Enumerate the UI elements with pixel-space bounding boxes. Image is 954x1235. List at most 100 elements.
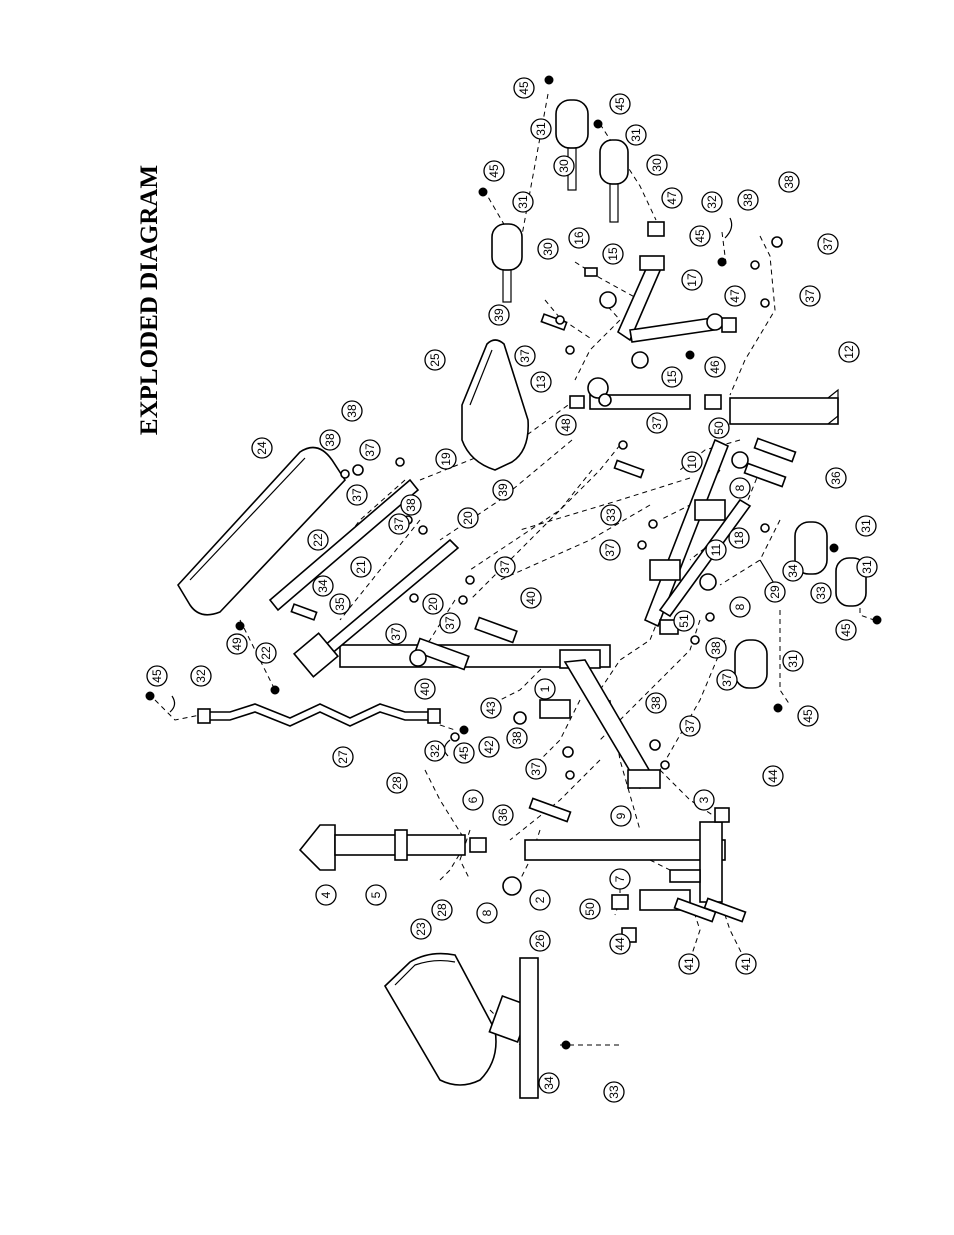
- callout-label: 43: [484, 701, 498, 715]
- callout-39: 39: [488, 304, 510, 326]
- arm-pad-part: [383, 952, 539, 1099]
- callout-circle: [226, 633, 248, 655]
- callout-1: 1: [534, 678, 556, 700]
- callout-label: 11: [709, 543, 723, 556]
- callout-label: 33: [604, 508, 618, 522]
- callout-label: 38: [782, 175, 796, 189]
- callout-label: 45: [839, 623, 853, 637]
- callout-circle: [825, 467, 847, 489]
- callout-label: 16: [572, 231, 586, 245]
- callout-circle: [817, 233, 839, 255]
- callout-8: 8: [729, 596, 751, 618]
- callout-circle: [602, 243, 624, 265]
- callout-23: 23: [410, 918, 432, 940]
- callout-circle: [520, 587, 542, 609]
- backrest-frame-part: [268, 478, 460, 678]
- callout-circle: [679, 715, 701, 737]
- callout-label: 44: [766, 769, 780, 783]
- callout-37: 37: [439, 612, 461, 634]
- callout-circle: [400, 494, 422, 516]
- upright-post-part: [298, 824, 466, 871]
- callout-39: 39: [492, 479, 514, 501]
- callout-label: 15: [606, 247, 620, 261]
- callout-circle: [513, 77, 535, 99]
- callout-38: 38: [737, 189, 759, 211]
- callout-4: 4: [315, 884, 337, 906]
- callout-8: 8: [476, 902, 498, 924]
- callout-circle: [480, 697, 502, 719]
- callout-circle: [689, 225, 711, 247]
- callout-circle: [424, 740, 446, 762]
- callout-label: 37: [683, 719, 697, 733]
- callout-circle: [646, 412, 668, 434]
- callout-label: 38: [510, 731, 524, 745]
- callout-circle: [478, 736, 500, 758]
- callout-label: 37: [498, 560, 512, 574]
- callout-circle: [514, 345, 536, 367]
- callout-38: 38: [400, 494, 422, 516]
- rear-frame-part: [563, 659, 661, 790]
- callout-circle: [609, 933, 631, 955]
- callout-circle: [483, 160, 505, 182]
- callout-circle: [422, 593, 444, 615]
- callout-5: 5: [365, 884, 387, 906]
- callout-label: 34: [316, 579, 330, 593]
- roller-pads-part: [491, 99, 867, 689]
- callout-label: 24: [255, 441, 269, 455]
- callout-circle: [782, 650, 804, 672]
- callout-37: 37: [799, 285, 821, 307]
- callout-circle: [146, 665, 168, 687]
- callout-48: 48: [555, 414, 577, 436]
- callout-circle: [762, 765, 784, 787]
- callout-label: 42: [482, 740, 496, 754]
- callout-15: 15: [661, 366, 683, 388]
- callout-label: 37: [443, 616, 457, 630]
- callout-13: 13: [530, 371, 552, 393]
- callout-37: 37: [817, 233, 839, 255]
- fasteners-part: [145, 75, 882, 1050]
- callout-label: 31: [860, 560, 874, 574]
- callout-label: 41: [739, 957, 753, 971]
- callout-circle: [599, 539, 621, 561]
- back-pad-part: [177, 446, 347, 616]
- callout-label: 5: [369, 891, 383, 898]
- seat-pad-part: [461, 339, 529, 471]
- callout-circle: [810, 582, 832, 604]
- callout-51: 51: [673, 610, 695, 632]
- callout-circle: [319, 429, 341, 451]
- callout-32: 32: [701, 191, 723, 213]
- callout-38: 38: [319, 429, 341, 451]
- callout-28: 28: [431, 899, 453, 921]
- main-frame-part: [339, 644, 611, 719]
- callout-label: 49: [230, 637, 244, 651]
- callout-label: 51: [677, 614, 691, 628]
- callout-37: 37: [494, 556, 516, 578]
- callout-circle: [778, 171, 800, 193]
- callout-circle: [386, 772, 408, 794]
- callout-label: 32: [194, 669, 208, 683]
- callout-circle: [424, 349, 446, 371]
- callout-label: 33: [814, 586, 828, 600]
- callout-circle: [681, 451, 703, 473]
- callout-34: 34: [782, 560, 804, 582]
- callout-label: 20: [426, 597, 440, 611]
- callout-19: 19: [435, 448, 457, 470]
- callout-circle: [341, 400, 363, 422]
- callout-38: 38: [341, 400, 363, 422]
- callout-45: 45: [689, 225, 711, 247]
- callout-37: 37: [679, 715, 701, 737]
- callout-label: 38: [709, 641, 723, 655]
- callout-31: 31: [855, 515, 877, 537]
- callout-label: 45: [613, 97, 627, 111]
- callout-circle: [190, 665, 212, 687]
- callout-31: 31: [512, 191, 534, 213]
- callout-label: 28: [435, 903, 449, 917]
- callout-label: 10: [685, 455, 699, 469]
- callout-31: 31: [856, 556, 878, 578]
- callout-circle: [312, 575, 334, 597]
- leg-post-part: [729, 388, 839, 425]
- callout-circle: [568, 227, 590, 249]
- callout-38: 38: [705, 637, 727, 659]
- callout-10: 10: [681, 451, 703, 473]
